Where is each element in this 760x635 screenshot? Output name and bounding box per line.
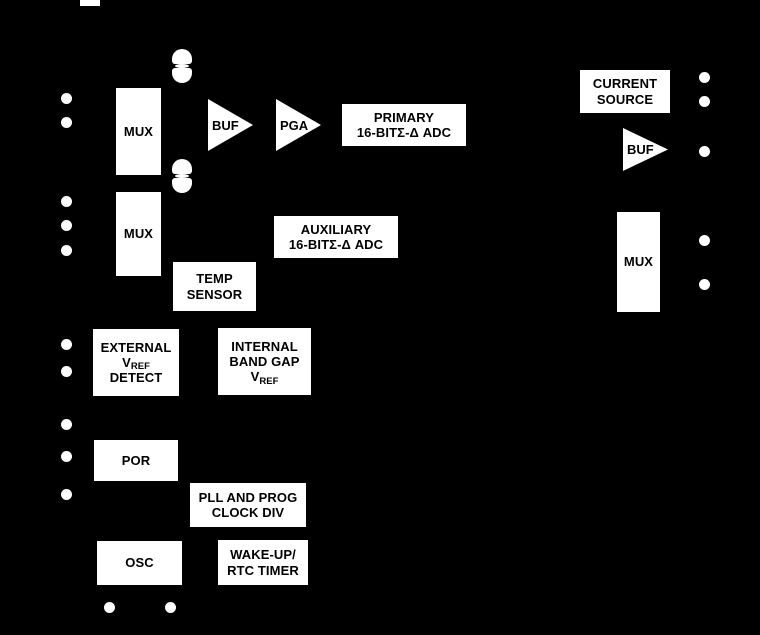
block-auxiliary-adc-bits: 16-BIT	[288, 237, 330, 252]
block-primary-adc-delta: Δ	[409, 125, 419, 140]
switch-upper[interactable]	[172, 49, 192, 83]
block-internal-band-gap-vref-line2: BAND GAP	[229, 353, 300, 369]
block-auxiliary-adc-line2: 16-BITΣ-Δ ADC	[289, 237, 383, 252]
block-current-source-line2: SOURCE	[596, 91, 654, 107]
block-internal-band-gap-vref[interactable]: INTERNAL BAND GAP VREF	[218, 328, 311, 395]
block-temp-sensor-line2: SENSOR	[186, 286, 243, 302]
block-primary-adc-dash: -	[405, 125, 410, 140]
pin-left-9[interactable]	[61, 451, 72, 462]
block-external-vref-detect-subscript: REF	[130, 361, 150, 373]
pin-left-4[interactable]	[61, 220, 72, 231]
block-external-vref-detect-line3: DETECT	[109, 370, 163, 386]
block-wakeup-rtc-timer-line2: RTC TIMER	[227, 562, 299, 578]
switch-lower[interactable]	[172, 159, 192, 193]
pin-left-2[interactable]	[61, 117, 72, 128]
block-internal-band-gap-vref-v: V	[250, 369, 260, 385]
amplifier-buf-right-label: BUF	[627, 142, 654, 157]
switch-lower-pole-bottom	[172, 178, 192, 193]
block-external-vref-detect-line1: EXTERNAL	[100, 339, 172, 355]
block-internal-band-gap-vref-line3: VREF	[250, 369, 279, 387]
block-external-vref-detect-line2: VREF	[122, 354, 150, 373]
pin-right-1[interactable]	[699, 72, 710, 83]
pin-left-7[interactable]	[61, 366, 72, 377]
pin-left-10[interactable]	[61, 489, 72, 500]
block-current-source-line1: CURRENT	[592, 76, 658, 92]
pin-bottom-2[interactable]	[165, 602, 176, 613]
block-auxiliary-adc-sigma: Σ	[329, 237, 338, 252]
block-current-source[interactable]: CURRENT SOURCE	[580, 70, 670, 113]
pin-right-2[interactable]	[699, 96, 710, 107]
block-auxiliary-adc[interactable]: AUXILIARY 16-BITΣ-Δ ADC	[274, 216, 398, 258]
amplifier-buf-input[interactable]: BUF	[208, 99, 253, 151]
block-mux-primary[interactable]: MUX	[116, 88, 161, 175]
block-por-label: POR	[121, 452, 151, 468]
block-temp-sensor-line1: TEMP	[196, 271, 233, 287]
block-primary-adc-sigma: Σ	[397, 125, 406, 140]
block-osc-label: OSC	[125, 555, 154, 571]
block-pll-clock-div-line1: PLL AND PROG	[198, 489, 298, 505]
block-internal-band-gap-vref-line1: INTERNAL	[231, 338, 298, 354]
block-internal-band-gap-vref-subscript: REF	[259, 375, 279, 387]
switch-lower-contact	[175, 174, 189, 178]
switch-upper-contact	[175, 64, 189, 68]
pin-left-8[interactable]	[61, 419, 72, 430]
pin-right-4[interactable]	[699, 235, 710, 246]
pin-left-1[interactable]	[61, 93, 72, 104]
switch-upper-pole-bottom	[172, 68, 192, 83]
pin-bottom-1[interactable]	[104, 602, 115, 613]
pin-left-6[interactable]	[61, 339, 72, 350]
block-por[interactable]: POR	[94, 440, 178, 481]
block-primary-adc-suffix: ADC	[422, 125, 452, 140]
top-edge-stub	[80, 0, 100, 6]
block-pll-clock-div-line2: CLOCK DIV	[211, 505, 285, 520]
amplifier-buf-input-label: BUF	[212, 117, 239, 133]
block-external-vref-detect[interactable]: EXTERNAL VREF DETECT	[93, 329, 179, 396]
block-mux-right-label: MUX	[623, 254, 654, 270]
block-pll-clock-div[interactable]: PLL AND PROG CLOCK DIV	[190, 483, 306, 527]
block-wakeup-rtc-timer-line1: WAKE-UP/	[230, 547, 296, 563]
pin-right-3[interactable]	[699, 146, 710, 157]
block-auxiliary-adc-line1: AUXILIARY	[300, 221, 372, 237]
block-external-vref-detect-v: V	[122, 354, 131, 370]
block-primary-adc-bits: 16-BIT	[356, 125, 398, 140]
block-primary-adc-line1: PRIMARY	[373, 109, 435, 125]
switch-upper-pole-top	[172, 49, 192, 64]
switch-lower-pole-top	[172, 159, 192, 174]
block-auxiliary-adc-suffix: ADC	[354, 237, 384, 252]
block-mux-auxiliary[interactable]: MUX	[116, 192, 161, 276]
pin-right-5[interactable]	[699, 279, 710, 290]
block-auxiliary-adc-delta: Δ	[341, 237, 351, 252]
amplifier-pga-label: PGA	[280, 117, 309, 133]
block-wakeup-rtc-timer[interactable]: WAKE-UP/ RTC TIMER	[218, 540, 308, 585]
block-mux-primary-label: MUX	[123, 123, 154, 139]
block-mux-right[interactable]: MUX	[617, 212, 660, 312]
pin-left-3[interactable]	[61, 196, 72, 207]
block-mux-auxiliary-label: MUX	[123, 226, 154, 242]
amplifier-pga[interactable]: PGA	[276, 99, 321, 151]
block-auxiliary-adc-dash: -	[337, 237, 342, 252]
amplifier-buf-right[interactable]: BUF	[623, 128, 668, 171]
pin-left-5[interactable]	[61, 245, 72, 256]
block-temp-sensor[interactable]: TEMP SENSOR	[173, 262, 256, 311]
block-primary-adc[interactable]: PRIMARY 16-BITΣ-Δ ADC	[342, 104, 466, 146]
block-osc[interactable]: OSC	[97, 541, 182, 585]
block-primary-adc-line2: 16-BITΣ-Δ ADC	[357, 125, 451, 140]
